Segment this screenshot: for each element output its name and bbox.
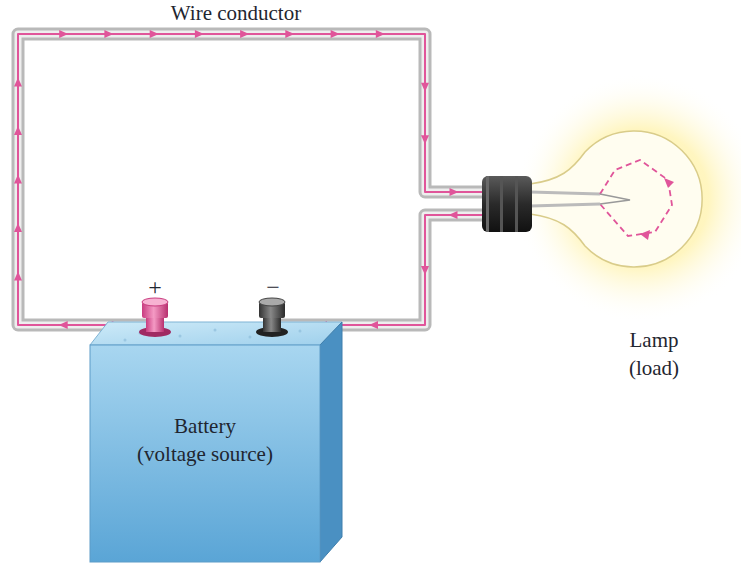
wire-conductor [14,30,482,330]
flow-arrowhead [449,211,458,219]
flow-arrowhead [14,272,22,281]
node-text: Battery (voltage source) [132,412,278,469]
wire-conductor [272,211,482,330]
flow-arrowhead [150,30,159,38]
wire-tube [272,215,482,330]
flow-arrowhead [14,126,22,135]
node-text: Lamp (load) [616,326,692,383]
flow-arrowhead [14,175,22,184]
flow-arrowhead [59,30,68,38]
battery-box: Battery (voltage source) [90,330,320,562]
flow-arrowhead [14,78,22,87]
current-line [272,215,482,330]
wire-highlight [18,34,482,330]
flow-arrowhead [376,30,385,38]
flow-arrowhead [331,30,340,38]
battery-body [90,322,342,562]
wire-tube [18,34,482,330]
flow-arrowhead [195,30,204,38]
wire-highlight [272,215,482,330]
positive-terminal [139,298,171,337]
flow-arrowhead [104,30,113,38]
lamp-load: Lamp (load) [482,100,712,392]
flow-arrowhead [369,321,378,329]
current-line [18,34,482,330]
polarity-sign: + [148,274,162,301]
flow-arrowhead [14,223,22,232]
flow-arrowhead [59,321,68,329]
wire-label: Wire conductor [171,1,301,26]
flow-arrowhead [285,30,294,38]
polarity-sign: − [266,274,280,301]
lamp-illustration [482,73,741,323]
flow-arrowhead [421,135,429,144]
flow-arrowhead [450,188,459,196]
negative-terminal [256,298,288,337]
flow-arrowhead [421,266,429,275]
flow-arrowhead [240,30,249,38]
flow-arrowhead [421,83,429,92]
